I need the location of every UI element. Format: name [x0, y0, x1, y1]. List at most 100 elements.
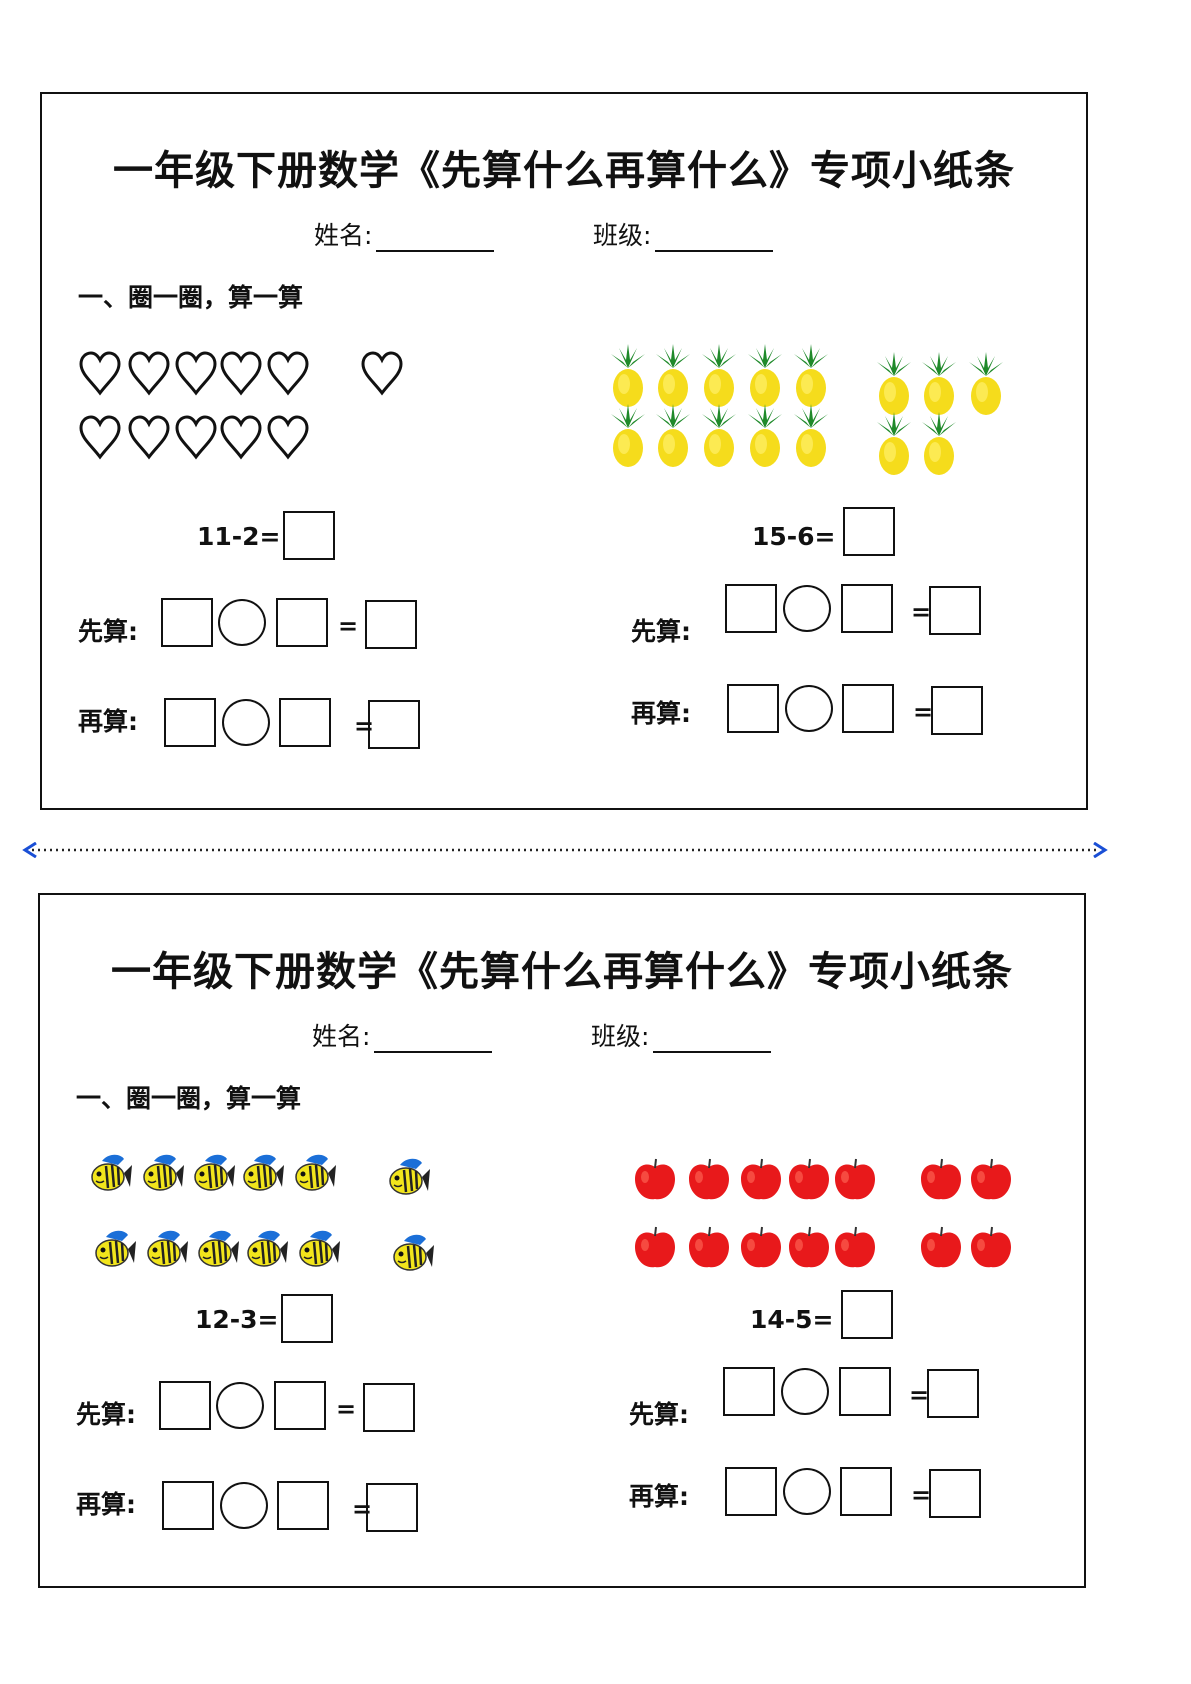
then-step-operator-circle[interactable] [222, 699, 270, 746]
heart-outline-icon [174, 414, 218, 464]
heart-outline-icon [266, 350, 310, 400]
then-step-operand-box[interactable] [162, 1481, 214, 1530]
then-step-operand-box[interactable] [727, 684, 779, 733]
fish-icon [296, 1227, 342, 1277]
then-step-result-box[interactable] [931, 686, 983, 735]
then-step-operand-box[interactable] [277, 1481, 329, 1530]
first-step-equals-sign: = [909, 1381, 930, 1409]
apple-icon [968, 1157, 1014, 1207]
first-step-operator-circle[interactable] [781, 1368, 829, 1415]
class-blank-line[interactable] [653, 1023, 772, 1053]
heart-outline-icon [360, 350, 404, 400]
first-step-operand-box[interactable] [161, 598, 213, 647]
pineapple-icon [875, 412, 913, 480]
fish-icon [191, 1151, 237, 1201]
first-step-equals-sign: = [338, 612, 359, 640]
apple-icon [786, 1157, 832, 1207]
then-step-label: 再算: [629, 1482, 689, 1511]
first-step-operand-box[interactable] [159, 1381, 211, 1430]
pineapple-icon [609, 404, 647, 472]
then-step-label: 再算: [631, 699, 691, 728]
name-blank-line[interactable] [376, 222, 495, 252]
then-step-result-box[interactable] [366, 1483, 418, 1532]
first-step-operand-box[interactable] [723, 1367, 775, 1416]
first-step-operator-circle[interactable] [218, 599, 266, 646]
then-step-operator-circle[interactable] [783, 1468, 831, 1515]
first-step-label: 先算: [629, 1400, 689, 1429]
class-field: 班级: [591, 1017, 772, 1053]
heart-outline-icon [78, 350, 122, 400]
worksheet-title: 一年级下册数学《先算什么再算什么》专项小纸条 [113, 148, 1015, 194]
worksheet-title: 一年级下册数学《先算什么再算什么》专项小纸条 [111, 949, 1013, 995]
apple-icon [786, 1225, 832, 1275]
first-step-operand-box[interactable] [274, 1381, 326, 1430]
fish-icon [195, 1227, 241, 1277]
first-step-operator-circle[interactable] [216, 1382, 264, 1429]
heart-outline-icon [78, 414, 122, 464]
section-heading: 一、圈一圈，算一算 [76, 1084, 302, 1113]
first-step-result-box[interactable] [365, 600, 417, 649]
first-step-operand-box[interactable] [276, 598, 328, 647]
left-arrow-icon [22, 842, 37, 858]
then-step-operand-box[interactable] [279, 698, 331, 747]
apple-icon [832, 1225, 878, 1275]
heart-outline-icon [219, 350, 263, 400]
first-step-result-box[interactable] [927, 1369, 979, 1418]
fish-icon [88, 1151, 134, 1201]
apple-icon [968, 1225, 1014, 1275]
first-step-result-box[interactable] [929, 586, 981, 635]
answer-box[interactable] [841, 1290, 893, 1339]
first-step-operand-box[interactable] [839, 1367, 891, 1416]
apple-icon [738, 1225, 784, 1275]
first-step-operator-circle[interactable] [783, 585, 831, 632]
then-step-equals-sign: = [913, 698, 934, 726]
pineapple-icon [792, 404, 830, 472]
answer-box[interactable] [281, 1294, 333, 1343]
then-step-operand-box[interactable] [164, 698, 216, 747]
then-step-operand-box[interactable] [842, 684, 894, 733]
fish-icon [390, 1231, 436, 1281]
apple-icon [686, 1157, 732, 1207]
then-step-operand-box[interactable] [840, 1467, 892, 1516]
then-step-operand-box[interactable] [725, 1467, 777, 1516]
apple-icon [738, 1157, 784, 1207]
then-step-operator-circle[interactable] [220, 1482, 268, 1529]
pineapple-icon [609, 344, 647, 412]
answer-box[interactable] [843, 507, 895, 556]
answer-box[interactable] [283, 511, 335, 560]
pineapple-icon [746, 344, 784, 412]
heart-outline-icon [174, 350, 218, 400]
pineapple-icon [654, 344, 692, 412]
expression-text: 11-2= [197, 522, 281, 551]
then-step-equals-sign: = [911, 1481, 932, 1509]
expression-text: 14-5= [750, 1305, 834, 1334]
first-step-result-box[interactable] [363, 1383, 415, 1432]
name-blank-line[interactable] [374, 1023, 493, 1053]
apple-icon [686, 1225, 732, 1275]
section-heading: 一、圈一圈，算一算 [78, 283, 304, 312]
fish-icon [92, 1227, 138, 1277]
class-blank-line[interactable] [655, 222, 774, 252]
fish-icon [292, 1151, 338, 1201]
then-step-label: 再算: [76, 1490, 136, 1519]
first-step-operand-box[interactable] [725, 584, 777, 633]
then-step-label: 再算: [78, 707, 138, 736]
apple-icon [832, 1157, 878, 1207]
expression-text: 15-6= [752, 522, 836, 551]
pineapple-icon [920, 352, 958, 420]
then-step-operator-circle[interactable] [785, 685, 833, 732]
pineapple-icon [654, 404, 692, 472]
apple-icon [632, 1225, 678, 1275]
first-step-operand-box[interactable] [841, 584, 893, 633]
heart-outline-icon [219, 414, 263, 464]
apple-icon [918, 1157, 964, 1207]
heart-outline-icon [127, 414, 171, 464]
then-step-result-box[interactable] [929, 1469, 981, 1518]
apple-icon [632, 1157, 678, 1207]
pineapple-icon [746, 404, 784, 472]
pineapple-icon [875, 352, 913, 420]
then-step-result-box[interactable] [368, 700, 420, 749]
name-field: 姓名: [312, 1017, 493, 1053]
